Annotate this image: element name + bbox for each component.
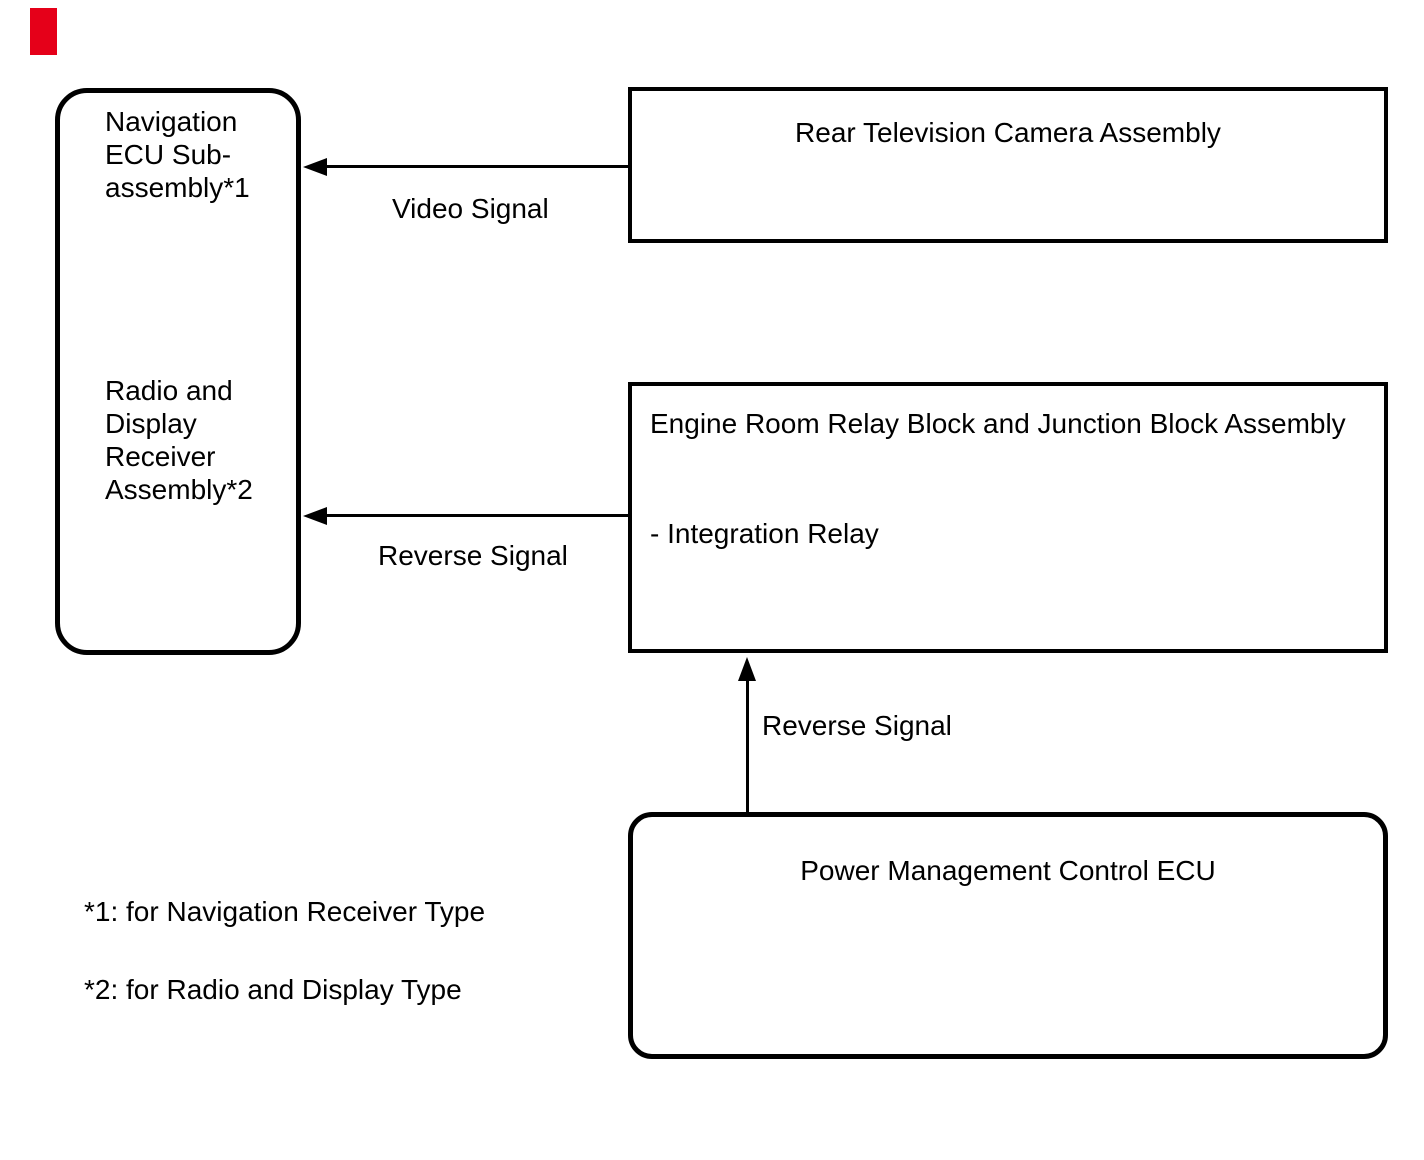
radio-display-receiver-label: Radio and Display Receiver Assembly*2: [105, 374, 253, 506]
video-signal-arrow-line: [326, 165, 628, 168]
relay-node-box: Engine Room Relay Block and Junction Blo…: [628, 382, 1388, 653]
navigation-ecu-line-2: ECU Sub-: [105, 139, 232, 170]
reverse-signal-label: Reverse Signal: [378, 540, 568, 571]
relay-node-title: Engine Room Relay Block and Junction Blo…: [650, 408, 1346, 439]
reverse-signal-vertical-label: Reverse Signal: [762, 710, 952, 741]
reverse-signal-arrowhead-icon: [303, 507, 327, 525]
radio-display-line-3: Receiver: [105, 441, 216, 472]
power-node-box: Power Management Control ECU: [628, 812, 1388, 1059]
radio-display-line-2: Display: [105, 408, 197, 439]
camera-node-box: Rear Television Camera Assembly: [628, 87, 1388, 243]
reverse-signal-arrow-line: [326, 514, 628, 517]
footnote-navigation-receiver-type: *1: for Navigation Receiver Type: [84, 896, 486, 927]
camera-node-title: Rear Television Camera Assembly: [795, 117, 1221, 148]
radio-display-line-1: Radio and: [105, 375, 233, 406]
reverse-signal-vertical-arrowhead-icon: [738, 657, 756, 681]
navigation-ecu-label: Navigation ECU Sub- assembly*1: [105, 105, 250, 204]
navigation-ecu-line-3: assembly*1: [105, 172, 250, 203]
power-node-title: Power Management Control ECU: [800, 855, 1216, 886]
navigation-ecu-line-1: Navigation: [105, 106, 238, 137]
red-marker: [30, 8, 57, 55]
receiver-node-box: [55, 88, 301, 655]
integration-relay-item: - Integration Relay: [650, 518, 879, 549]
video-signal-label: Video Signal: [392, 193, 549, 224]
reverse-signal-vertical-arrow-line: [746, 679, 749, 812]
footnote-radio-display-type: *2: for Radio and Display Type: [84, 974, 462, 1005]
radio-display-line-4: Assembly*2: [105, 474, 253, 505]
video-signal-arrowhead-icon: [303, 158, 327, 176]
